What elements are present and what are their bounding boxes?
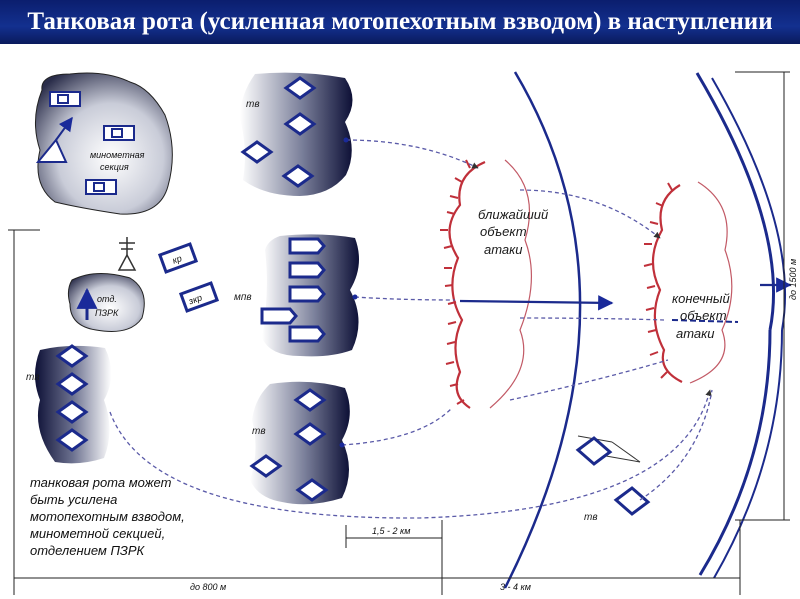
- tank-platoon-bottom-area: [250, 381, 350, 505]
- note-line-4: минометной секцией,: [30, 526, 165, 541]
- attack-direction-final: [671, 319, 739, 323]
- route-top-to-near: [345, 139, 479, 169]
- mpv-label: мпв: [234, 292, 252, 303]
- frontier-arc-2a: [695, 72, 776, 331]
- page-title: Танковая рота (усиленная мотопехотным вз…: [0, 0, 800, 44]
- pzrk-label-1: отд.: [97, 294, 117, 304]
- kr-vehicle: кр: [157, 242, 199, 274]
- dim-right-label: 3 - 4 км: [500, 582, 531, 592]
- near-objective-back: [489, 159, 532, 409]
- frontier-arc-2c: [698, 329, 772, 576]
- zkr-vehicle: зкр: [178, 281, 220, 313]
- route-right-tanks: [639, 389, 713, 501]
- frontier-arc-1: [503, 71, 582, 589]
- route-left-loop: [109, 389, 712, 519]
- tank-platoon-top-label: тв: [246, 99, 260, 110]
- near-objective-label-3: атаки: [484, 242, 523, 257]
- final-objective-label-3: атаки: [676, 326, 715, 341]
- tank-platoon-left-tanks: [55, 344, 89, 452]
- mortar-section-label-2: секция: [100, 162, 129, 172]
- note-line-1: танковая рота может: [30, 475, 172, 490]
- frontier-arc-2b: [711, 77, 787, 331]
- final-objective-label-1: конечный: [672, 291, 730, 306]
- route-near-to-final-top: [519, 189, 661, 239]
- tank-platoon-top-tanks: [240, 76, 317, 188]
- route-endpoints: [339, 137, 358, 448]
- note-line-5: отделением ПЗРК: [30, 543, 146, 558]
- dim-near-label: 1,5 - 2 км: [372, 526, 410, 536]
- attack-direction-main: [459, 295, 614, 311]
- near-objective-label-2: объект: [480, 224, 527, 239]
- dim-vertical-label: до 1500 м: [788, 259, 798, 300]
- near-objective-label-1: ближайший: [478, 207, 548, 222]
- final-objective-outline: [651, 184, 683, 383]
- final-objective-hatching: [643, 182, 673, 379]
- tank-pair-right-label: тв: [584, 512, 598, 523]
- tank-pair-right: [575, 435, 651, 516]
- tank-platoon-left-label: тв: [26, 372, 40, 383]
- tank-platoon-bottom-tanks: [249, 388, 329, 502]
- final-objective-label-2: объект: [680, 308, 727, 323]
- final-objective-back: [689, 181, 733, 384]
- pzrk-label-2: ПЗРК: [95, 308, 119, 318]
- mortar-icons: [35, 91, 135, 195]
- note-line-2: быть усилена: [30, 492, 117, 507]
- near-objective-outline: [448, 160, 486, 409]
- frontier-arc-2d: [713, 329, 783, 579]
- dim-left-label: до 800 м: [190, 582, 226, 592]
- route-bottom-to-near: [341, 407, 453, 446]
- tank-platoon-bottom-label: тв: [252, 426, 266, 437]
- near-objective-hatching: [440, 159, 471, 405]
- kr-label: кр: [171, 253, 183, 266]
- mortar-section-area: [35, 72, 173, 215]
- note-line-3: мотопехотным взводом,: [30, 509, 185, 524]
- observer-post-icon: [117, 237, 137, 271]
- route-near-to-final-mid: [519, 317, 666, 321]
- mortar-section-label-1: минометная: [90, 150, 145, 160]
- zkr-label: зкр: [186, 292, 203, 306]
- route-mpv-to-near: [354, 296, 456, 301]
- mpv-vehicles: [260, 237, 326, 343]
- tank-platoon-top-area: [240, 72, 353, 196]
- route-near-to-final-bot: [509, 359, 669, 401]
